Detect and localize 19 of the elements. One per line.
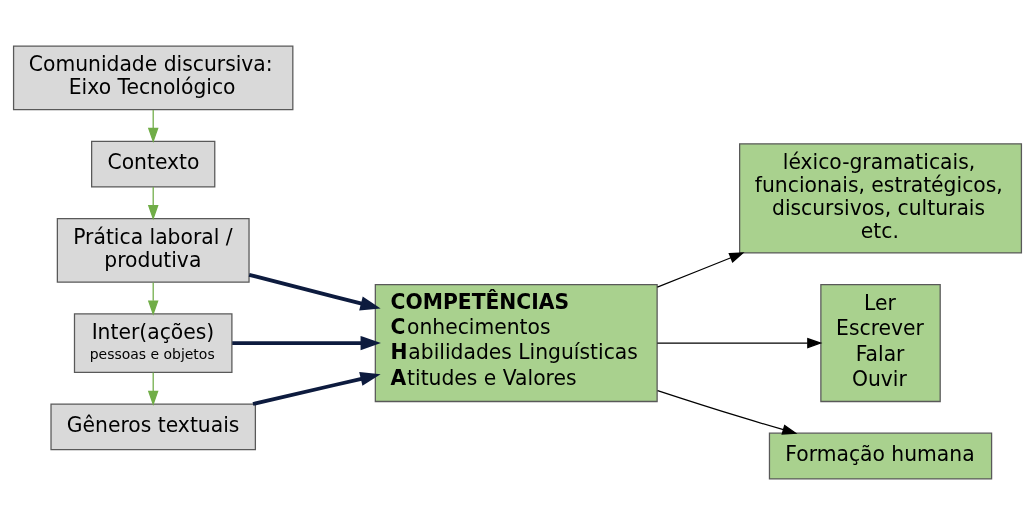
arrow bbox=[147, 371, 159, 406]
arrow bbox=[656, 389, 798, 435]
arrow bbox=[147, 109, 159, 144]
arrow bbox=[656, 252, 745, 288]
node-box: Ler Escrever Falar Ouvir bbox=[820, 284, 941, 403]
arrow bbox=[147, 281, 159, 316]
arrow bbox=[232, 335, 381, 351]
node-box: Prática laboral / produtiva bbox=[56, 218, 250, 283]
node-box: Contexto bbox=[91, 140, 216, 188]
arrow bbox=[248, 272, 381, 311]
arrow bbox=[147, 186, 159, 221]
node-box: COMPETÊNCIAS Conhecimentos Habilidades Linguísticas Atitudes e Valores bbox=[374, 284, 658, 403]
node-box: Gêneros textuais bbox=[50, 403, 256, 451]
node-box: Comunidade discursiva: Eixo Tecnológico bbox=[12, 45, 294, 111]
node-box: léxico-gramaticais, funcionais, estratégicos, discursivos, culturais etc. bbox=[739, 143, 1023, 254]
node-box: Formação humana bbox=[768, 432, 993, 480]
arrow bbox=[252, 372, 381, 406]
node-box: Inter(ações) pessoas e objetos bbox=[73, 313, 233, 373]
arrow bbox=[656, 337, 823, 349]
